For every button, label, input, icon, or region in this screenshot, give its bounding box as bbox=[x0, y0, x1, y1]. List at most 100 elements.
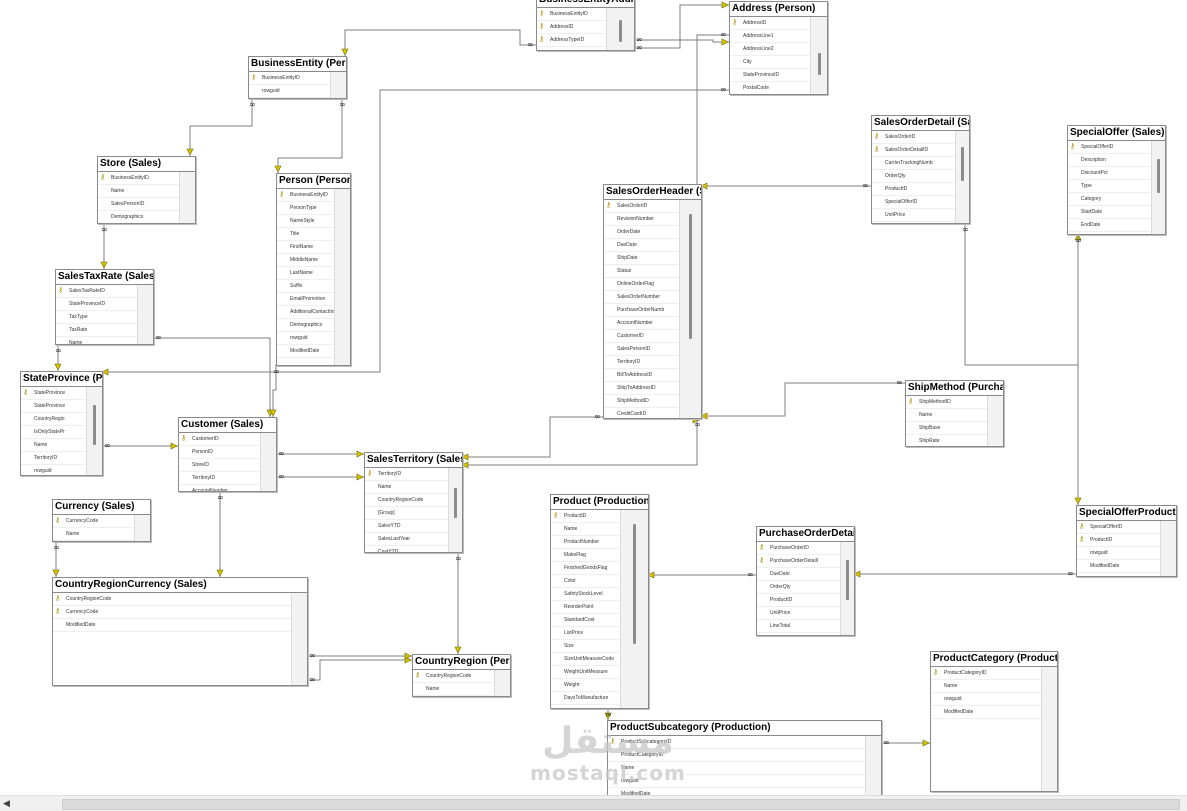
column-row[interactable]: [Group] bbox=[365, 507, 448, 520]
table-scrollbar-thumb[interactable] bbox=[1157, 159, 1160, 193]
table-product-subcategory[interactable]: ProductSubcategory (Production)⚷ProductS… bbox=[607, 720, 882, 795]
column-row[interactable]: rowguid bbox=[608, 775, 865, 788]
column-row[interactable]: EmailPromotion bbox=[277, 293, 334, 306]
column-row[interactable]: NameStyle bbox=[277, 215, 334, 228]
column-row[interactable]: ReorderPoint bbox=[551, 601, 620, 614]
column-row[interactable]: Description bbox=[1068, 154, 1151, 167]
table-title[interactable]: CountryRegion (Person) bbox=[413, 655, 510, 670]
column-row[interactable]: TerritoryID bbox=[21, 452, 86, 465]
column-row[interactable]: CreditCardID bbox=[604, 408, 679, 418]
column-row[interactable]: ModifiedDate bbox=[608, 788, 865, 795]
scrollbar-track[interactable] bbox=[18, 798, 1180, 810]
column-row[interactable]: BillToAddressID bbox=[604, 369, 679, 382]
column-row[interactable]: ⚷SalesOrderID bbox=[604, 200, 679, 213]
column-row[interactable]: Suffix bbox=[277, 280, 334, 293]
table-title[interactable]: PurchaseOrderDetail (Purchasing) bbox=[757, 527, 854, 542]
column-row[interactable]: ⚷BusinessEntityID bbox=[98, 172, 179, 185]
column-row[interactable]: ⚷SpecialOfferID bbox=[1068, 141, 1151, 154]
column-row[interactable]: StateProvinceID bbox=[56, 298, 137, 311]
column-row[interactable]: ⚷AddressID bbox=[537, 21, 606, 34]
column-row[interactable]: PersonID bbox=[179, 446, 260, 459]
column-row[interactable]: UnitPriceDiscount bbox=[872, 222, 955, 223]
column-row[interactable]: ListPrice bbox=[551, 627, 620, 640]
column-row[interactable]: ProductID bbox=[757, 594, 840, 607]
relationship-line[interactable] bbox=[272, 364, 277, 417]
table-state-province[interactable]: StateProvince (Person)⚷StateProvinceStat… bbox=[20, 371, 103, 476]
table-title[interactable]: ProductSubcategory (Production) bbox=[608, 721, 881, 736]
column-row[interactable]: ⚷BusinessEntityID bbox=[249, 72, 330, 85]
column-row[interactable]: TerritoryID bbox=[604, 356, 679, 369]
table-title[interactable]: Currency (Sales) bbox=[53, 500, 150, 515]
relationship-line[interactable] bbox=[101, 89, 729, 373]
column-row[interactable]: AccountNumber bbox=[604, 317, 679, 330]
column-row[interactable]: Name bbox=[56, 337, 137, 344]
column-row[interactable]: rowguid bbox=[249, 85, 330, 98]
table-title[interactable]: SalesTerritory (Sales) bbox=[365, 453, 462, 468]
column-row[interactable]: ShipDate bbox=[604, 252, 679, 265]
table-scrollbar-thumb[interactable] bbox=[93, 405, 96, 445]
table-title[interactable]: CountryRegionCurrency (Sales) bbox=[53, 578, 307, 593]
column-row[interactable]: ⚷BusinessEntityID bbox=[277, 189, 334, 202]
column-row[interactable]: ⚷CountryRegionCode bbox=[413, 670, 494, 683]
column-row[interactable]: Name bbox=[21, 439, 86, 452]
column-row[interactable]: ModifiedDate bbox=[1077, 560, 1160, 573]
column-row[interactable]: PostalCode bbox=[730, 82, 810, 94]
scrollbar-thumb[interactable] bbox=[62, 799, 1180, 810]
relationship-line[interactable] bbox=[277, 97, 343, 173]
table-scrollbar-thumb[interactable] bbox=[961, 147, 964, 181]
column-row[interactable]: ⚷AddressID bbox=[730, 17, 810, 30]
column-row[interactable]: CountryRegionCode bbox=[365, 494, 448, 507]
scroll-left-arrow-icon[interactable]: ◀ bbox=[3, 798, 10, 808]
table-title[interactable]: Product (Production) bbox=[551, 495, 648, 510]
table-title[interactable]: SalesTaxRate (Sales) bbox=[56, 270, 153, 285]
table-business-entity[interactable]: BusinessEntity (Person)⚷BusinessEntityID… bbox=[248, 56, 347, 99]
column-row[interactable]: AddressLine2 bbox=[730, 43, 810, 56]
column-row[interactable]: AdditionalContactInfo bbox=[277, 306, 334, 319]
table-scrollbar-thumb[interactable] bbox=[818, 53, 821, 75]
column-row[interactable]: Name bbox=[365, 481, 448, 494]
column-row[interactable]: OrderQty bbox=[757, 581, 840, 594]
column-row[interactable]: rowguid bbox=[277, 332, 334, 345]
column-row[interactable]: ModifiedDate bbox=[277, 345, 334, 358]
column-row[interactable]: Status bbox=[604, 265, 679, 278]
table-country-region-currency[interactable]: CountryRegionCurrency (Sales)⚷CountryReg… bbox=[52, 577, 308, 686]
column-row[interactable]: ProductLine bbox=[551, 705, 620, 708]
table-title[interactable]: SalesOrderDetail (Sales) bbox=[872, 116, 969, 131]
column-row[interactable]: OrderQty bbox=[872, 170, 955, 183]
horizontal-scrollbar[interactable]: ◀ bbox=[0, 795, 1187, 811]
table-title[interactable]: SpecialOffer (Sales) bbox=[1068, 126, 1165, 141]
column-row[interactable]: PersonType bbox=[277, 202, 334, 215]
column-row[interactable]: rowguid bbox=[931, 693, 1041, 706]
column-row[interactable]: OrderDate bbox=[604, 226, 679, 239]
column-row[interactable]: CountryRegio bbox=[21, 413, 86, 426]
column-row[interactable]: StartDate bbox=[1068, 206, 1151, 219]
column-row[interactable]: ModifiedDate bbox=[53, 619, 291, 632]
column-row[interactable]: IsOnlyStatePr bbox=[21, 426, 86, 439]
column-row[interactable]: SafetyStockLevel bbox=[551, 588, 620, 601]
table-ship-method[interactable]: ShipMethod (Purchasing)⚷ShipMethodIDName… bbox=[905, 380, 1004, 447]
table-sales-order-detail[interactable]: SalesOrderDetail (Sales)⚷SalesOrderID⚷Sa… bbox=[871, 115, 970, 224]
column-row[interactable]: CostYTD bbox=[365, 546, 448, 552]
table-title[interactable]: BusinessEntity (Person) bbox=[249, 57, 346, 72]
table-title[interactable]: BusinessEntityAddress (Person) bbox=[537, 0, 634, 8]
column-row[interactable]: Title bbox=[277, 228, 334, 241]
column-row[interactable]: Name bbox=[931, 680, 1041, 693]
table-business-entity-address[interactable]: BusinessEntityAddress (Person)⚷BusinessE… bbox=[536, 0, 635, 51]
column-row[interactable]: SalesYTD bbox=[365, 520, 448, 533]
column-row[interactable]: UnitPrice bbox=[757, 607, 840, 620]
column-row[interactable]: AddressLine1 bbox=[730, 30, 810, 43]
column-row[interactable]: DueDate bbox=[757, 568, 840, 581]
column-row[interactable]: LastName bbox=[277, 267, 334, 280]
relationship-line[interactable] bbox=[633, 4, 729, 49]
column-row[interactable]: FirstName bbox=[277, 241, 334, 254]
relationship-line[interactable] bbox=[700, 382, 905, 417]
column-row[interactable]: Name bbox=[413, 683, 494, 696]
column-row[interactable]: SalesLastYear bbox=[365, 533, 448, 546]
table-scrollbar-thumb[interactable] bbox=[633, 524, 636, 644]
table-title[interactable]: ProductCategory (Production) bbox=[931, 652, 1057, 667]
column-row[interactable]: StandardCost bbox=[551, 614, 620, 627]
column-row[interactable]: rowguid bbox=[21, 465, 86, 475]
